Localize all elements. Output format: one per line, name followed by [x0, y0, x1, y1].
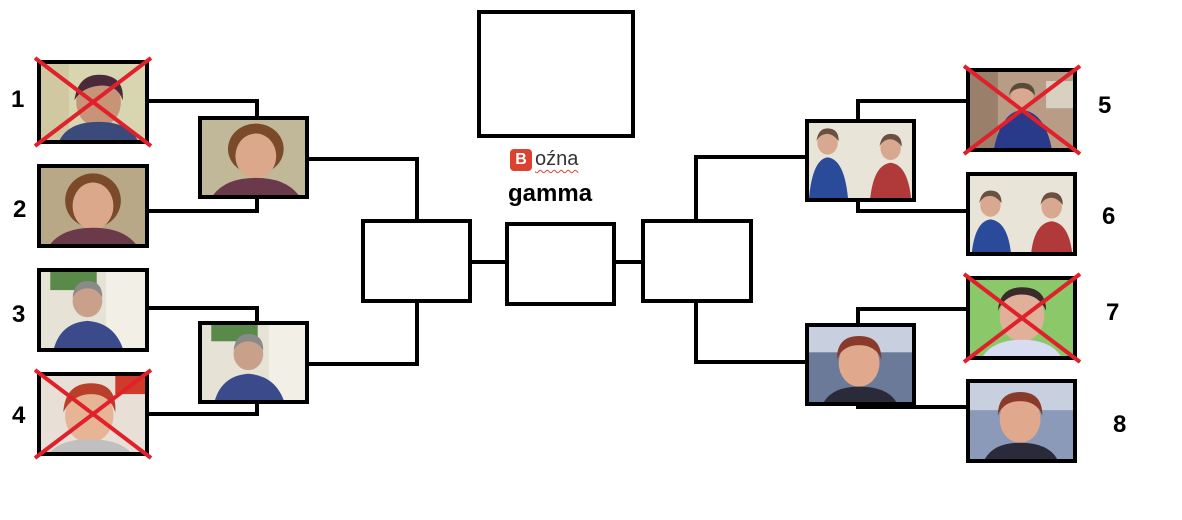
seed-number: 5: [1098, 92, 1112, 119]
logo-letter: B: [510, 148, 532, 171]
bracket-line: [856, 198, 860, 213]
round2-photo-top-right: [805, 119, 916, 202]
bracket-line: [694, 155, 806, 159]
eliminated-cross-1: [33, 56, 153, 148]
contestant-photo-3: [37, 268, 149, 352]
eliminated-cross-4: [33, 368, 153, 460]
bracket-line: [856, 307, 860, 325]
eliminated-cross-7: [962, 272, 1082, 364]
semifinal-left-box: [361, 219, 472, 303]
final-box: [505, 222, 616, 306]
portrait-image: [970, 176, 1073, 252]
bracket-line: [471, 260, 507, 264]
bracket-line: [255, 306, 259, 324]
round2-photo-bottom-left: [198, 321, 309, 404]
group-name: gamma: [508, 180, 593, 207]
bracket-line: [148, 209, 259, 213]
bracket-line: [415, 157, 419, 222]
bracket-line: [856, 99, 968, 103]
contestant-photo-6: [966, 172, 1077, 256]
bracket-line: [255, 195, 259, 213]
bracket-line: [308, 157, 419, 161]
bracket-line: [856, 99, 860, 121]
contestant-photo-2: [37, 164, 149, 248]
bracket-line: [856, 403, 860, 409]
bracket-line: [255, 402, 259, 416]
eliminated-cross-5: [962, 64, 1082, 156]
seed-number: 7: [1106, 299, 1120, 326]
bracket-line: [615, 260, 643, 264]
title-box: [477, 10, 635, 138]
bracket-line: [308, 362, 419, 366]
bracket-line: [856, 209, 968, 213]
portrait-image: [809, 327, 912, 402]
seed-number: 3: [12, 301, 26, 328]
seed-number: 4: [12, 402, 26, 429]
bracket-line: [694, 155, 698, 221]
bracket-line: [148, 412, 259, 416]
semifinal-right-box: [641, 219, 753, 303]
portrait-image: [809, 123, 912, 198]
round2-photo-bottom-right: [805, 323, 916, 406]
round2-photo-top-left: [198, 116, 309, 199]
bracket-line: [148, 306, 259, 310]
bracket-line: [694, 300, 698, 364]
seed-number: 8: [1113, 411, 1127, 438]
portrait-image: [41, 272, 145, 348]
bracket-line: [415, 300, 419, 366]
seed-number: 6: [1102, 203, 1116, 230]
bracket-line: [255, 99, 259, 119]
contestant-photo-8: [966, 379, 1077, 463]
bracket-line: [856, 307, 968, 311]
portrait-image: [41, 168, 145, 244]
seed-number: 1: [11, 86, 25, 113]
bracket-line: [856, 405, 968, 409]
portrait-image: [970, 383, 1073, 459]
bracket-line: [694, 360, 806, 364]
portrait-image: [202, 120, 305, 195]
logo: B oźna: [510, 148, 578, 171]
portrait-image: [202, 325, 305, 400]
bracket-line: [148, 99, 259, 103]
seed-number: 2: [13, 196, 27, 223]
logo-text: oźna: [535, 148, 579, 170]
